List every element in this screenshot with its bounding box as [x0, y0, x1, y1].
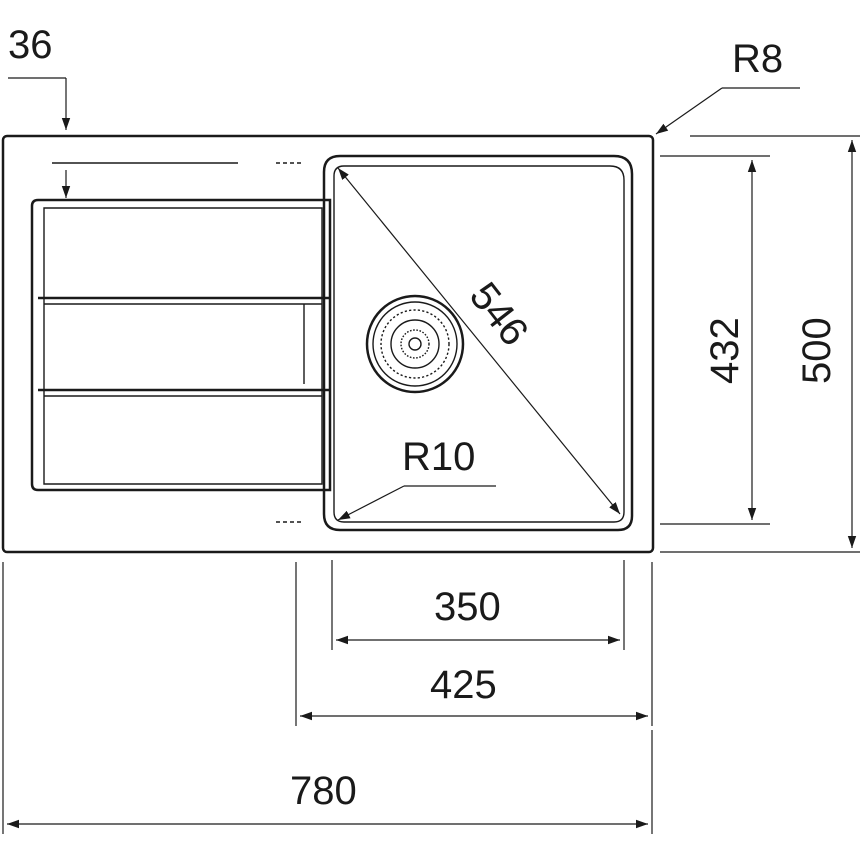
dimension-546: 546 [337, 167, 621, 515]
dimension-350: 350 [331, 560, 625, 650]
dimension-500: 500 [660, 135, 860, 553]
dimension-label-36: 36 [8, 23, 53, 67]
bowl-outer-rim [322, 154, 634, 532]
dimension-r8: R8 [655, 37, 800, 135]
dimension-label-500: 500 [795, 317, 839, 384]
drainer-board-inner [43, 207, 323, 485]
dimension-label-432: 432 [703, 317, 747, 384]
drain-strainer [365, 294, 465, 394]
dimension-36: 36 [8, 23, 71, 198]
drainer-board [30, 198, 332, 492]
bowl-inner-rim [333, 165, 625, 523]
dimension-label-r8: R8 [732, 37, 783, 81]
dimension-432: 432 [660, 155, 770, 525]
dimension-780: 780 [2, 562, 653, 834]
worktop-outer-edge [1, 134, 655, 554]
dimension-label-546: 546 [461, 274, 537, 354]
dimension-r10: R10 [337, 435, 496, 521]
dimension-label-r10: R10 [402, 435, 475, 479]
dimension-label-780: 780 [290, 769, 357, 813]
sink-outline [1, 134, 655, 554]
dimension-label-350: 350 [434, 585, 501, 629]
dimension-425: 425 [295, 562, 653, 726]
dimension-label-425: 425 [430, 663, 497, 707]
